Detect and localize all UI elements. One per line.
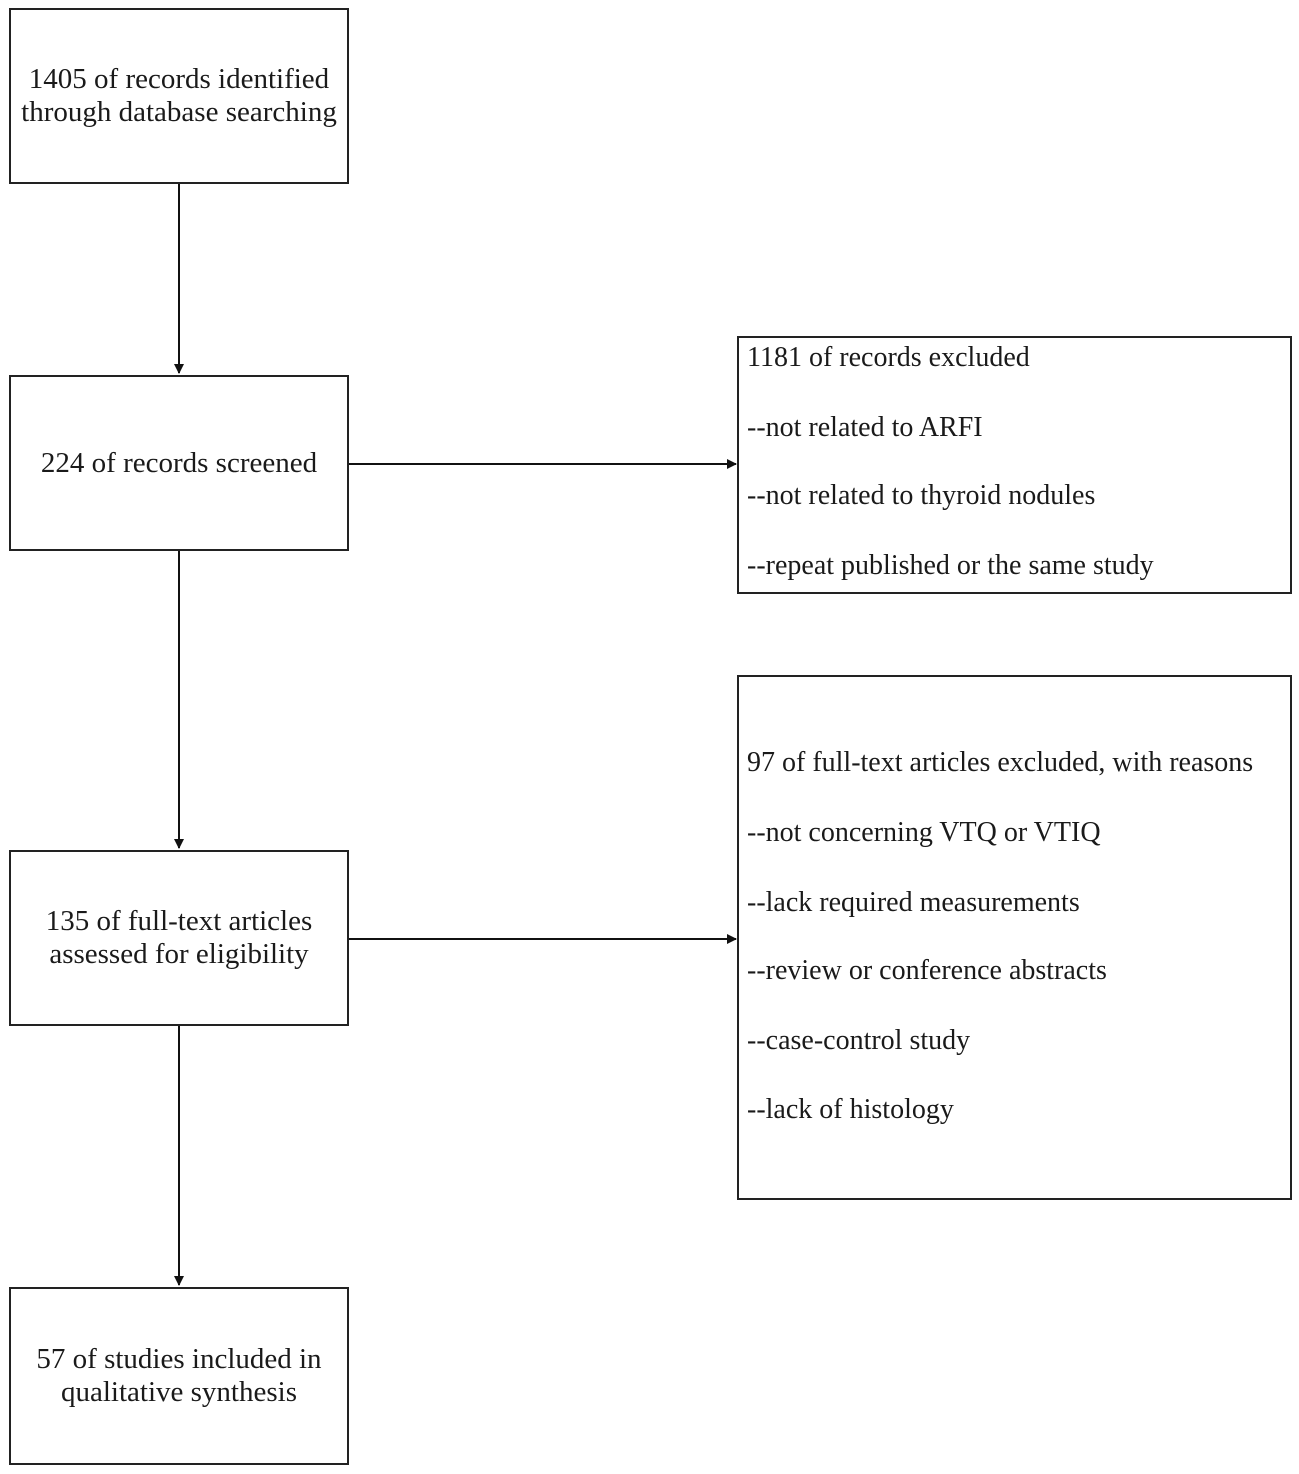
records-excluded-reason: --not related to ARFI <box>747 412 983 443</box>
records-excluded-title: 1181 of records excluded <box>747 342 1030 373</box>
fulltext-excluded-reason: --lack of histology <box>747 1094 954 1125</box>
assessed-line-1: 135 of full-text articles <box>45 905 313 937</box>
identified-box: 1405 of records identified through datab… <box>9 8 349 184</box>
assessed-box: 135 of full-text articles assessed for e… <box>9 850 349 1026</box>
included-line-2: qualitative synthesis <box>60 1376 297 1408</box>
fulltext-excluded-reason: --not concerning VTQ or VTIQ <box>747 817 1101 848</box>
fulltext-excluded-title: 97 of full-text articles excluded, with … <box>747 747 1254 778</box>
fulltext-excluded-reason: --lack required measurements <box>747 887 1080 918</box>
records-excluded-reason: --repeat published or the same study <box>747 550 1154 581</box>
records-excluded-box: 1181 of records excluded --not related t… <box>737 336 1292 594</box>
included-line-1: 57 of studies included in <box>36 1343 322 1375</box>
identified-line-2: through database searching <box>21 96 337 128</box>
fulltext-excluded-box: 97 of full-text articles excluded, with … <box>737 675 1292 1200</box>
assessed-line-2: assessed for eligibility <box>49 938 309 970</box>
included-box: 57 of studies included in qualitative sy… <box>9 1287 349 1465</box>
records-excluded-reason: --not related to thyroid nodules <box>747 480 1096 511</box>
screened-box: 224 of records screened <box>9 375 349 551</box>
screened-line-1: 224 of records screened <box>40 446 318 479</box>
identified-line-1: 1405 of records identified <box>28 63 330 95</box>
fulltext-excluded-reason: --review or conference abstracts <box>747 955 1107 986</box>
fulltext-excluded-reason: --case-control study <box>747 1025 971 1056</box>
